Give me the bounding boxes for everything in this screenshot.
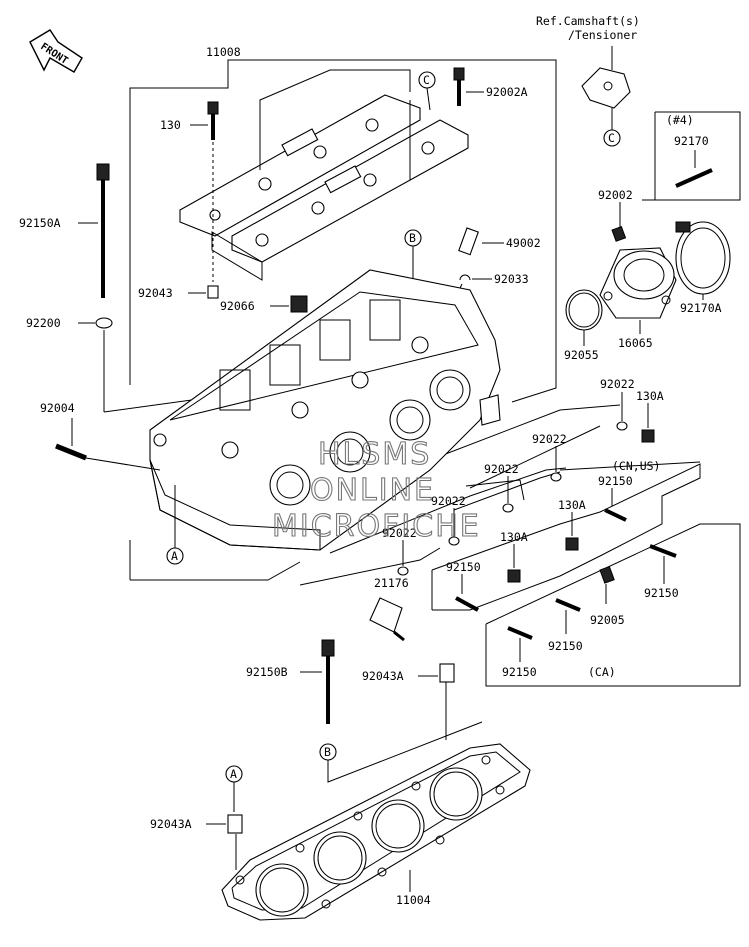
front-arrow-icon: FRONT (29, 29, 83, 73)
cn-us-group-box (431, 463, 701, 611)
region-cn-us-label: (CN,US) (612, 459, 660, 473)
stud-92150A (96, 163, 110, 298)
washer-92022-d (448, 536, 460, 546)
camshaft-cap-assembly (179, 69, 469, 281)
part-label-92150-b[interactable]: 92150 (644, 586, 679, 600)
dowel-92043 (207, 285, 219, 299)
stud-92150-c (555, 598, 581, 612)
part-label-92022-b[interactable]: 92022 (532, 432, 567, 446)
part-label-92022-c[interactable]: 92022 (484, 462, 519, 476)
washer-92200 (95, 317, 113, 329)
stud-92004 (55, 443, 87, 461)
part-label-92022-d[interactable]: 92022 (431, 494, 466, 508)
part-label-92150-a[interactable]: 92150 (446, 560, 481, 574)
part-label-92022-e[interactable]: 92022 (382, 526, 417, 540)
reference-camshaft-note: Ref.Camshaft(s) (536, 14, 640, 28)
ref-marker-c-right (603, 129, 621, 147)
part-label-92150-c[interactable]: 92150 (548, 639, 583, 653)
region-ca-label: (CA) (588, 665, 616, 679)
bolt-130A-b (565, 537, 579, 551)
part-label-92043[interactable]: 92043 (138, 286, 173, 300)
part-label-92170[interactable]: 92170 (674, 134, 709, 148)
part-label-92043A-top[interactable]: 92043A (362, 669, 404, 683)
part-label-130A-a[interactable]: 130A (636, 389, 664, 403)
fitting-92005 (599, 565, 615, 584)
watermark: HLSMS ONLINE MICROFICHE (271, 436, 481, 544)
watermark-line1: HLSMS (318, 437, 431, 472)
stud-92150-d (507, 626, 533, 640)
plug-92066 (290, 295, 308, 313)
part-label-92170A[interactable]: 92170A (680, 301, 722, 315)
head-gasket-11004 (221, 743, 531, 921)
part-label-92150A[interactable]: 92150A (19, 216, 61, 230)
part-label-92055[interactable]: 92055 (564, 348, 599, 362)
bolt-130A-c (507, 569, 521, 583)
ca-group-box (485, 523, 741, 687)
camshaft-bracket (581, 67, 631, 109)
part-label-130A-c[interactable]: 130A (500, 530, 528, 544)
part-label-92022-a[interactable]: 92022 (600, 377, 635, 391)
qty-box (642, 111, 741, 201)
ref-c-top-label: C (423, 73, 430, 87)
part-label-21176[interactable]: 21176 (374, 576, 409, 590)
stud-92150-b (649, 544, 677, 558)
part-label-92200[interactable]: 92200 (26, 316, 61, 330)
carburetor-holder-16065 (599, 247, 677, 319)
part-label-92043A-bottom[interactable]: 92043A (150, 817, 192, 831)
ref-c-right-label: C (608, 131, 615, 145)
screw-92002 (611, 225, 627, 242)
stud-92150-a (455, 596, 479, 612)
part-label-16065[interactable]: 16065 (618, 336, 653, 350)
part-label-92150-d[interactable]: 92150 (502, 665, 537, 679)
watermark-line2: ONLINE (310, 473, 435, 508)
dowel-92043A-bottom (227, 814, 243, 834)
part-label-92005[interactable]: 92005 (590, 613, 625, 627)
part-label-92002[interactable]: 92002 (598, 188, 633, 202)
spark-plug-21176 (369, 597, 405, 642)
clip-92033 (459, 274, 471, 281)
part-label-92150-cn[interactable]: 92150 (598, 474, 633, 488)
washer-92022-b (550, 472, 562, 482)
qty-note: (#4) (666, 113, 694, 127)
ref-a-mid-label: A (171, 549, 178, 563)
ref-b-top-label: B (409, 231, 416, 245)
part-label-92033[interactable]: 92033 (494, 272, 529, 286)
part-label-92150B[interactable]: 92150B (246, 665, 288, 679)
bolt-130 (207, 101, 219, 140)
dowel-92043A-top (439, 663, 455, 683)
part-label-11004[interactable]: 11004 (396, 893, 431, 907)
part-label-49002[interactable]: 49002 (506, 236, 541, 250)
clamp-92170A (675, 221, 731, 295)
stud-92150-cn (604, 508, 627, 522)
ref-b-bottom-label: B (324, 745, 331, 759)
bolt-130A-a (641, 429, 655, 443)
cylinder-head (149, 269, 501, 551)
part-label-92066[interactable]: 92066 (220, 299, 255, 313)
reference-tensioner-note: /Tensioner (568, 28, 637, 42)
watermark-line3: MICROFICHE (272, 509, 481, 544)
tappet-49002 (458, 227, 479, 256)
part-label-130A-b[interactable]: 130A (558, 498, 586, 512)
clamp-screw-92170 (675, 168, 713, 188)
washer-92022-c (502, 503, 514, 513)
part-label-11008[interactable]: 11008 (206, 45, 241, 59)
washer-92022-a (616, 421, 628, 431)
part-label-92002A[interactable]: 92002A (486, 85, 528, 99)
bolt-92150B (321, 639, 335, 724)
ref-a-bottom-label: A (230, 767, 237, 781)
washer-92022-e (397, 566, 409, 576)
part-label-92004[interactable]: 92004 (40, 401, 75, 415)
part-label-130[interactable]: 130 (160, 118, 181, 132)
o-ring-92055 (565, 289, 603, 331)
bolt-92002A (453, 67, 465, 106)
